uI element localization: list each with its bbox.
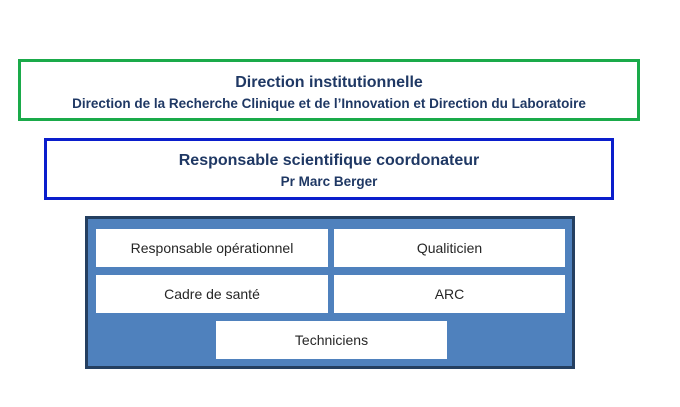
institutional-direction-title: Direction institutionnelle — [235, 74, 423, 91]
institutional-direction-subtitle: Direction de la Recherche Clinique et de… — [72, 96, 586, 111]
role-health-manager: Cadre de santé — [96, 275, 328, 313]
team-panel: Responsable opérationnel Qualiticien Cad… — [85, 216, 575, 369]
role-arc: ARC — [334, 275, 565, 313]
scientific-lead-box: Responsable scientifique coordonateur Pr… — [44, 138, 614, 200]
role-operational-lead: Responsable opérationnel — [96, 229, 328, 267]
role-quality-manager: Qualiticien — [334, 229, 565, 267]
role-technicians: Techniciens — [216, 321, 447, 359]
scientific-lead-title: Responsable scientifique coordonateur — [178, 152, 480, 169]
institutional-direction-box: Direction institutionnelle Direction de … — [18, 59, 640, 121]
scientific-lead-name: Pr Marc Berger — [280, 174, 378, 189]
